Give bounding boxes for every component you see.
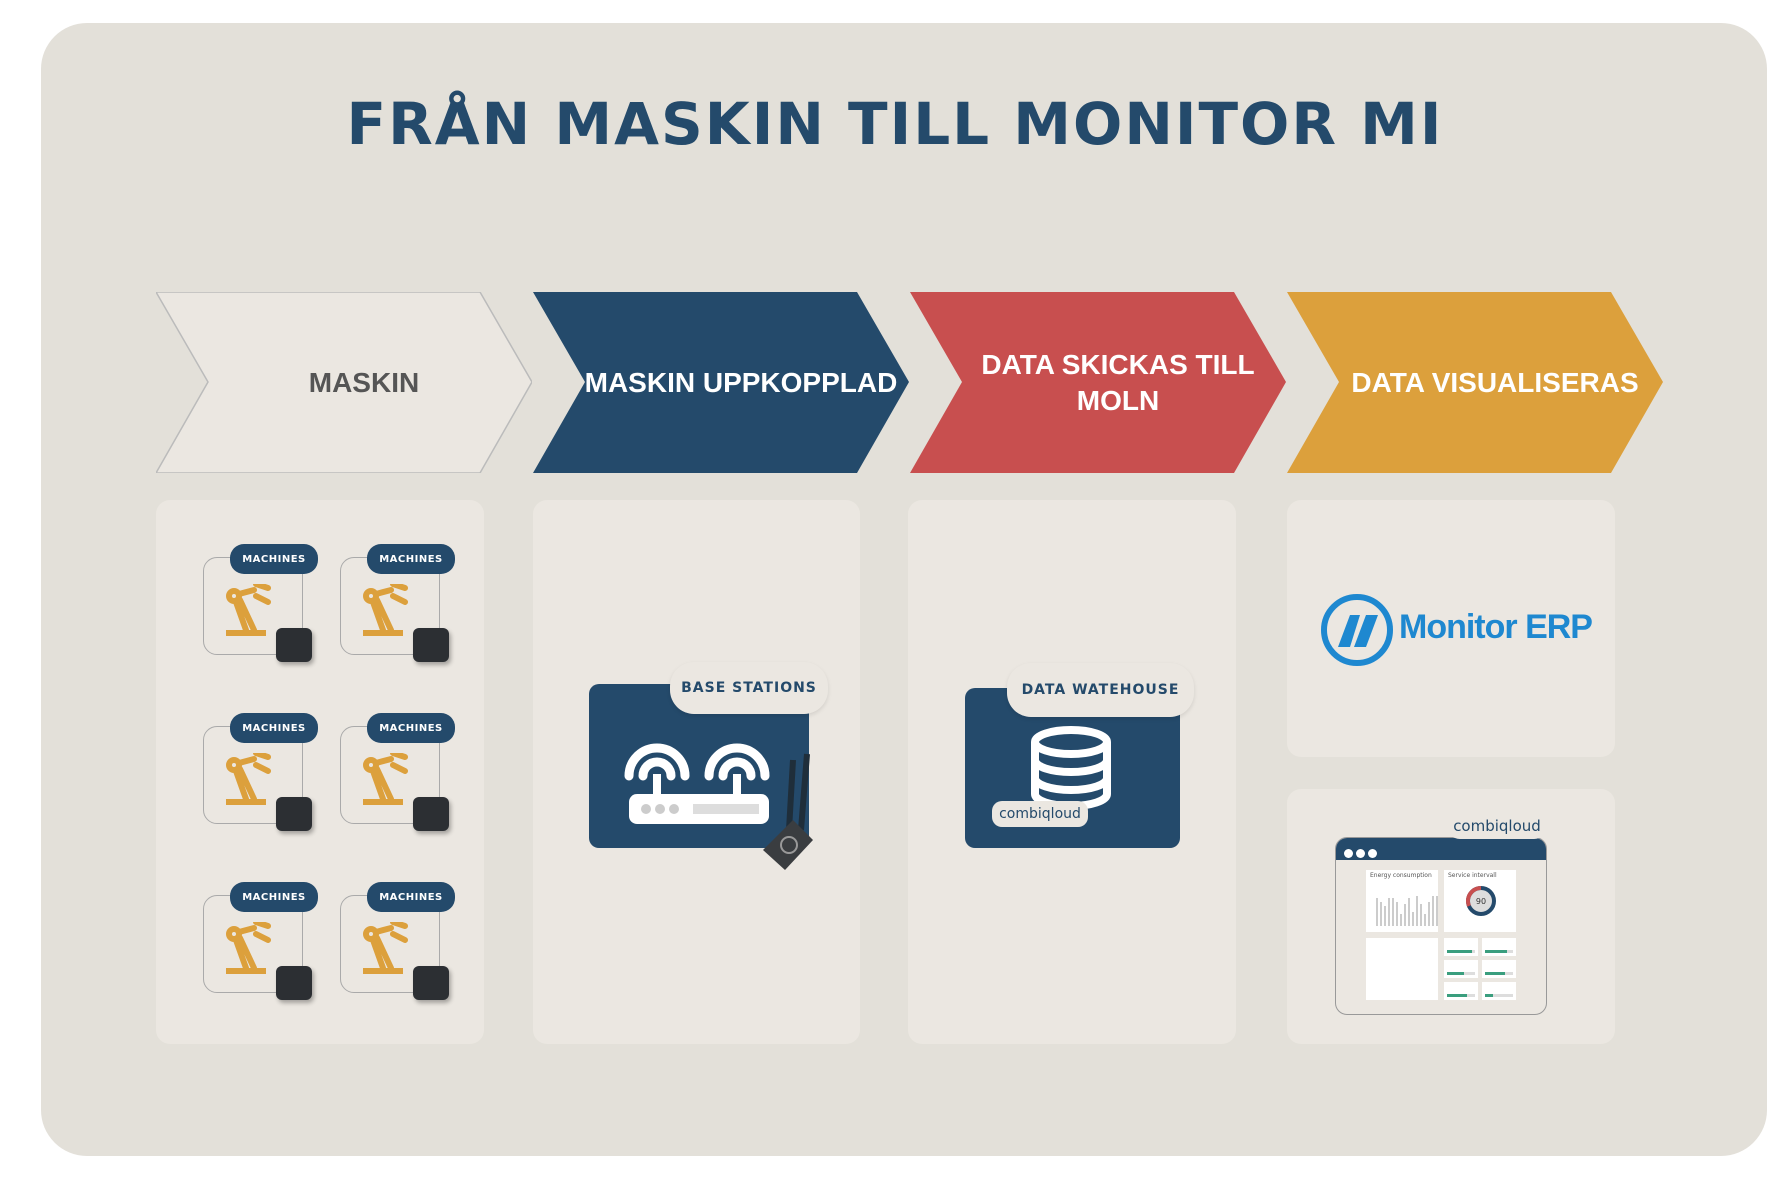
machine-tile: MACHINES: [203, 713, 318, 831]
chart-bar: [1404, 904, 1406, 926]
machine-tile: MACHINES: [340, 544, 455, 662]
machine-tile: MACHINES: [340, 713, 455, 831]
machines-badge: MACHINES: [367, 544, 455, 574]
chart-bar: [1388, 898, 1390, 926]
kpi-widget: [1482, 938, 1516, 956]
chart-bar: [1436, 896, 1438, 926]
monitor-erp-logo-icon: [1321, 594, 1393, 666]
sensor-box-icon: [276, 966, 312, 1000]
sensor-box-icon: [413, 966, 449, 1000]
database-icon: [1031, 726, 1111, 810]
sensor-box-icon: [413, 628, 449, 662]
chart-bar: [1428, 902, 1430, 926]
chart-bar: [1420, 904, 1422, 926]
robot-arm-icon: [226, 753, 271, 805]
sensor-box-icon: [413, 797, 449, 831]
base-stations-panel: BASE STATIONS: [533, 500, 860, 1044]
machines-badge: MACHINES: [230, 882, 318, 912]
chart-bar: [1412, 912, 1414, 926]
kpi-widget: [1482, 960, 1516, 978]
machines-badge: MACHINES: [230, 544, 318, 574]
gauge-value: 90: [1476, 897, 1486, 906]
gauge-title: Service intervall: [1448, 872, 1497, 879]
chart-bar: [1376, 898, 1378, 926]
chart-bar: [1380, 902, 1382, 926]
monitor-erp-logo: Monitor ERP: [1399, 608, 1593, 646]
step-chevron-1: MASKIN: [156, 292, 532, 473]
combiqloud-badge: combiqloud: [992, 801, 1088, 827]
machine-tile: MACHINES: [340, 882, 455, 1000]
events-list-widget: [1366, 938, 1438, 1000]
machine-tile: MACHINES: [203, 882, 318, 1000]
chart-bar: [1384, 906, 1386, 926]
router-icon: [624, 743, 770, 824]
chart-bar: [1424, 914, 1426, 926]
chart-bar: [1408, 898, 1410, 926]
kpi-widget: [1482, 982, 1516, 1000]
base-stations-label: BASE STATIONS: [670, 662, 828, 714]
robot-arm-icon: [226, 922, 271, 974]
window-titlebar: [1336, 838, 1546, 860]
chart-bar: [1400, 914, 1402, 926]
kpi-widget: [1444, 938, 1478, 956]
gateway-device-icon: [763, 753, 813, 870]
donut-gauge: 90: [1466, 886, 1496, 916]
kpi-widget: [1444, 960, 1478, 978]
dashboard-panel: Energy consumption Service intervall 90 …: [1287, 789, 1615, 1044]
machine-tile: MACHINES: [203, 544, 318, 662]
machines-badge: MACHINES: [230, 713, 318, 743]
chart-bar: [1392, 898, 1394, 926]
step-label: DATA SKICKAS TILL MOLN: [981, 348, 1255, 416]
step-label: MASKIN UPPKOPPLAD: [584, 366, 898, 398]
robot-arm-icon: [226, 584, 271, 636]
step-label: MASKIN: [308, 366, 420, 398]
energy-chart-widget: Energy consumption: [1366, 870, 1438, 932]
robot-arm-icon: [363, 584, 408, 636]
warehouse-card: combiqloud: [965, 688, 1180, 848]
data-warehouse-panel: combiqloud DATA WATEHOUSE: [908, 500, 1236, 1044]
service-gauge-widget: Service intervall 90: [1444, 870, 1516, 932]
energy-chart-title: Energy consumption: [1370, 872, 1432, 879]
step-chevron-2: MASKIN UPPKOPPLAD: [533, 292, 909, 473]
step-label: DATA VISUALISERAS: [1351, 366, 1639, 398]
sensor-box-icon: [276, 797, 312, 831]
kpi-widget: [1444, 982, 1478, 1000]
dashboard-window: Energy consumption Service intervall 90: [1335, 837, 1547, 1015]
robot-arm-icon: [363, 753, 408, 805]
machines-badge: MACHINES: [367, 713, 455, 743]
data-warehouse-label: DATA WATEHOUSE: [1007, 663, 1194, 717]
combiqloud-tab: combiqloud: [1447, 813, 1547, 839]
robot-arm-icon: [363, 922, 408, 974]
step-chevron-4: DATA VISUALISERAS: [1287, 292, 1663, 473]
step-chevron-3: DATA SKICKAS TILL MOLN: [910, 292, 1286, 473]
chart-bar: [1432, 896, 1434, 926]
chart-bar: [1396, 902, 1398, 926]
machines-badge: MACHINES: [367, 882, 455, 912]
sensor-box-icon: [276, 628, 312, 662]
chart-bar: [1416, 896, 1418, 926]
machines-panel: MACHINES MACHINES MACHINES MACHINES MACH…: [156, 500, 484, 1044]
monitor-erp-panel: Monitor ERP: [1287, 500, 1615, 757]
page-title: FRÅN MASKIN TILL MONITOR MI: [346, 90, 1444, 158]
